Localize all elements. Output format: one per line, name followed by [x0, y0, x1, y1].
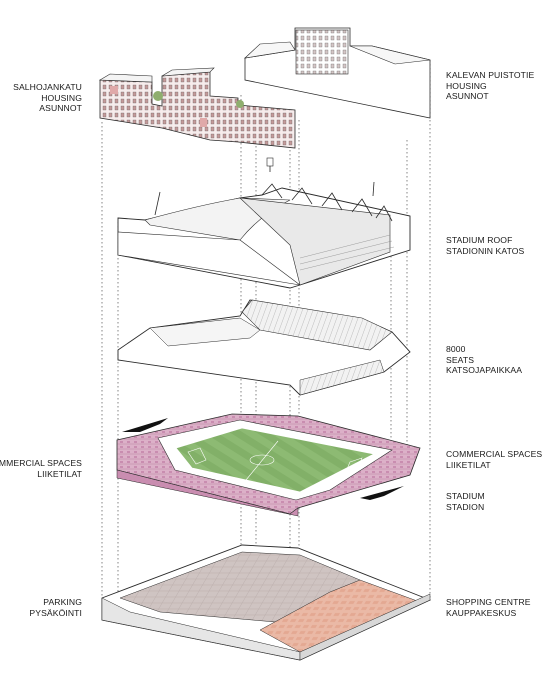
label-line: 8000 — [446, 344, 466, 354]
label-line: STADIUM ROOF — [446, 235, 513, 245]
label-shopping-centre: SHOPPING CENTRE KAUPPAKESKUS — [446, 597, 531, 618]
label-line: STADIONIN KATOS — [446, 245, 525, 256]
label-kalevan-housing: KALEVAN PUISTOTIE HOUSING ASUNNOT — [446, 70, 534, 102]
label-parking: PARKING PYSÄKÖINTI — [29, 597, 82, 618]
label-line: SHOPPING CENTRE — [446, 597, 531, 607]
stadium-commercial-layer — [116, 413, 421, 517]
stadium-roof — [117, 157, 411, 289]
label-commercial-left: COMMERCIAL SPACES LIIKETILAT — [0, 458, 82, 479]
label-line: HOUSING — [446, 80, 487, 91]
label-line: KAUPPAKESKUS — [446, 607, 517, 618]
label-line: ASUNNOT — [39, 103, 82, 113]
arrow-left-icon — [122, 418, 168, 432]
label-line: KALEVAN PUISTOTIE — [446, 70, 535, 80]
label-salhojankatu-housing: SALHOJANKATU HOUSING ASUNNOT — [13, 82, 82, 114]
label-line: ASUNNOT — [446, 91, 489, 101]
label-line: COMMERCIAL SPACES — [0, 458, 82, 468]
label-line: SALHOJANKATU — [13, 82, 82, 92]
salhojankatu-housing — [98, 67, 296, 149]
label-line: STADIUM — [446, 491, 485, 501]
football-field — [175, 427, 376, 493]
label-line: STADION — [446, 501, 485, 512]
label-line: KATSOJAPAIKKAA — [446, 365, 523, 375]
label-commercial-right: COMMERCIAL SPACES LIIKETILAT — [446, 449, 542, 470]
label-stadium: STADIUM STADION — [446, 491, 485, 512]
label-line: COMMERCIAL SPACES — [446, 449, 543, 459]
label-line: SEATS — [446, 354, 475, 365]
label-line: LIIKETILAT — [446, 459, 491, 470]
kalevan-puistotie-housing — [244, 27, 431, 119]
label-line: PYSÄKÖINTI — [29, 607, 82, 618]
stadium-seats — [117, 299, 411, 396]
parking-shopping-layer — [101, 544, 432, 661]
label-stadium-roof: STADIUM ROOF STADIONIN KATOS — [446, 235, 524, 256]
label-seats: 8000 SEATS KATSOJAPAIKKAA — [446, 344, 522, 376]
label-line: HOUSING — [41, 92, 82, 103]
label-line: LIIKETILAT — [37, 468, 82, 479]
arrow-right-icon — [360, 486, 404, 500]
shopping-centre-area — [259, 579, 421, 653]
label-line: PARKING — [43, 597, 82, 607]
